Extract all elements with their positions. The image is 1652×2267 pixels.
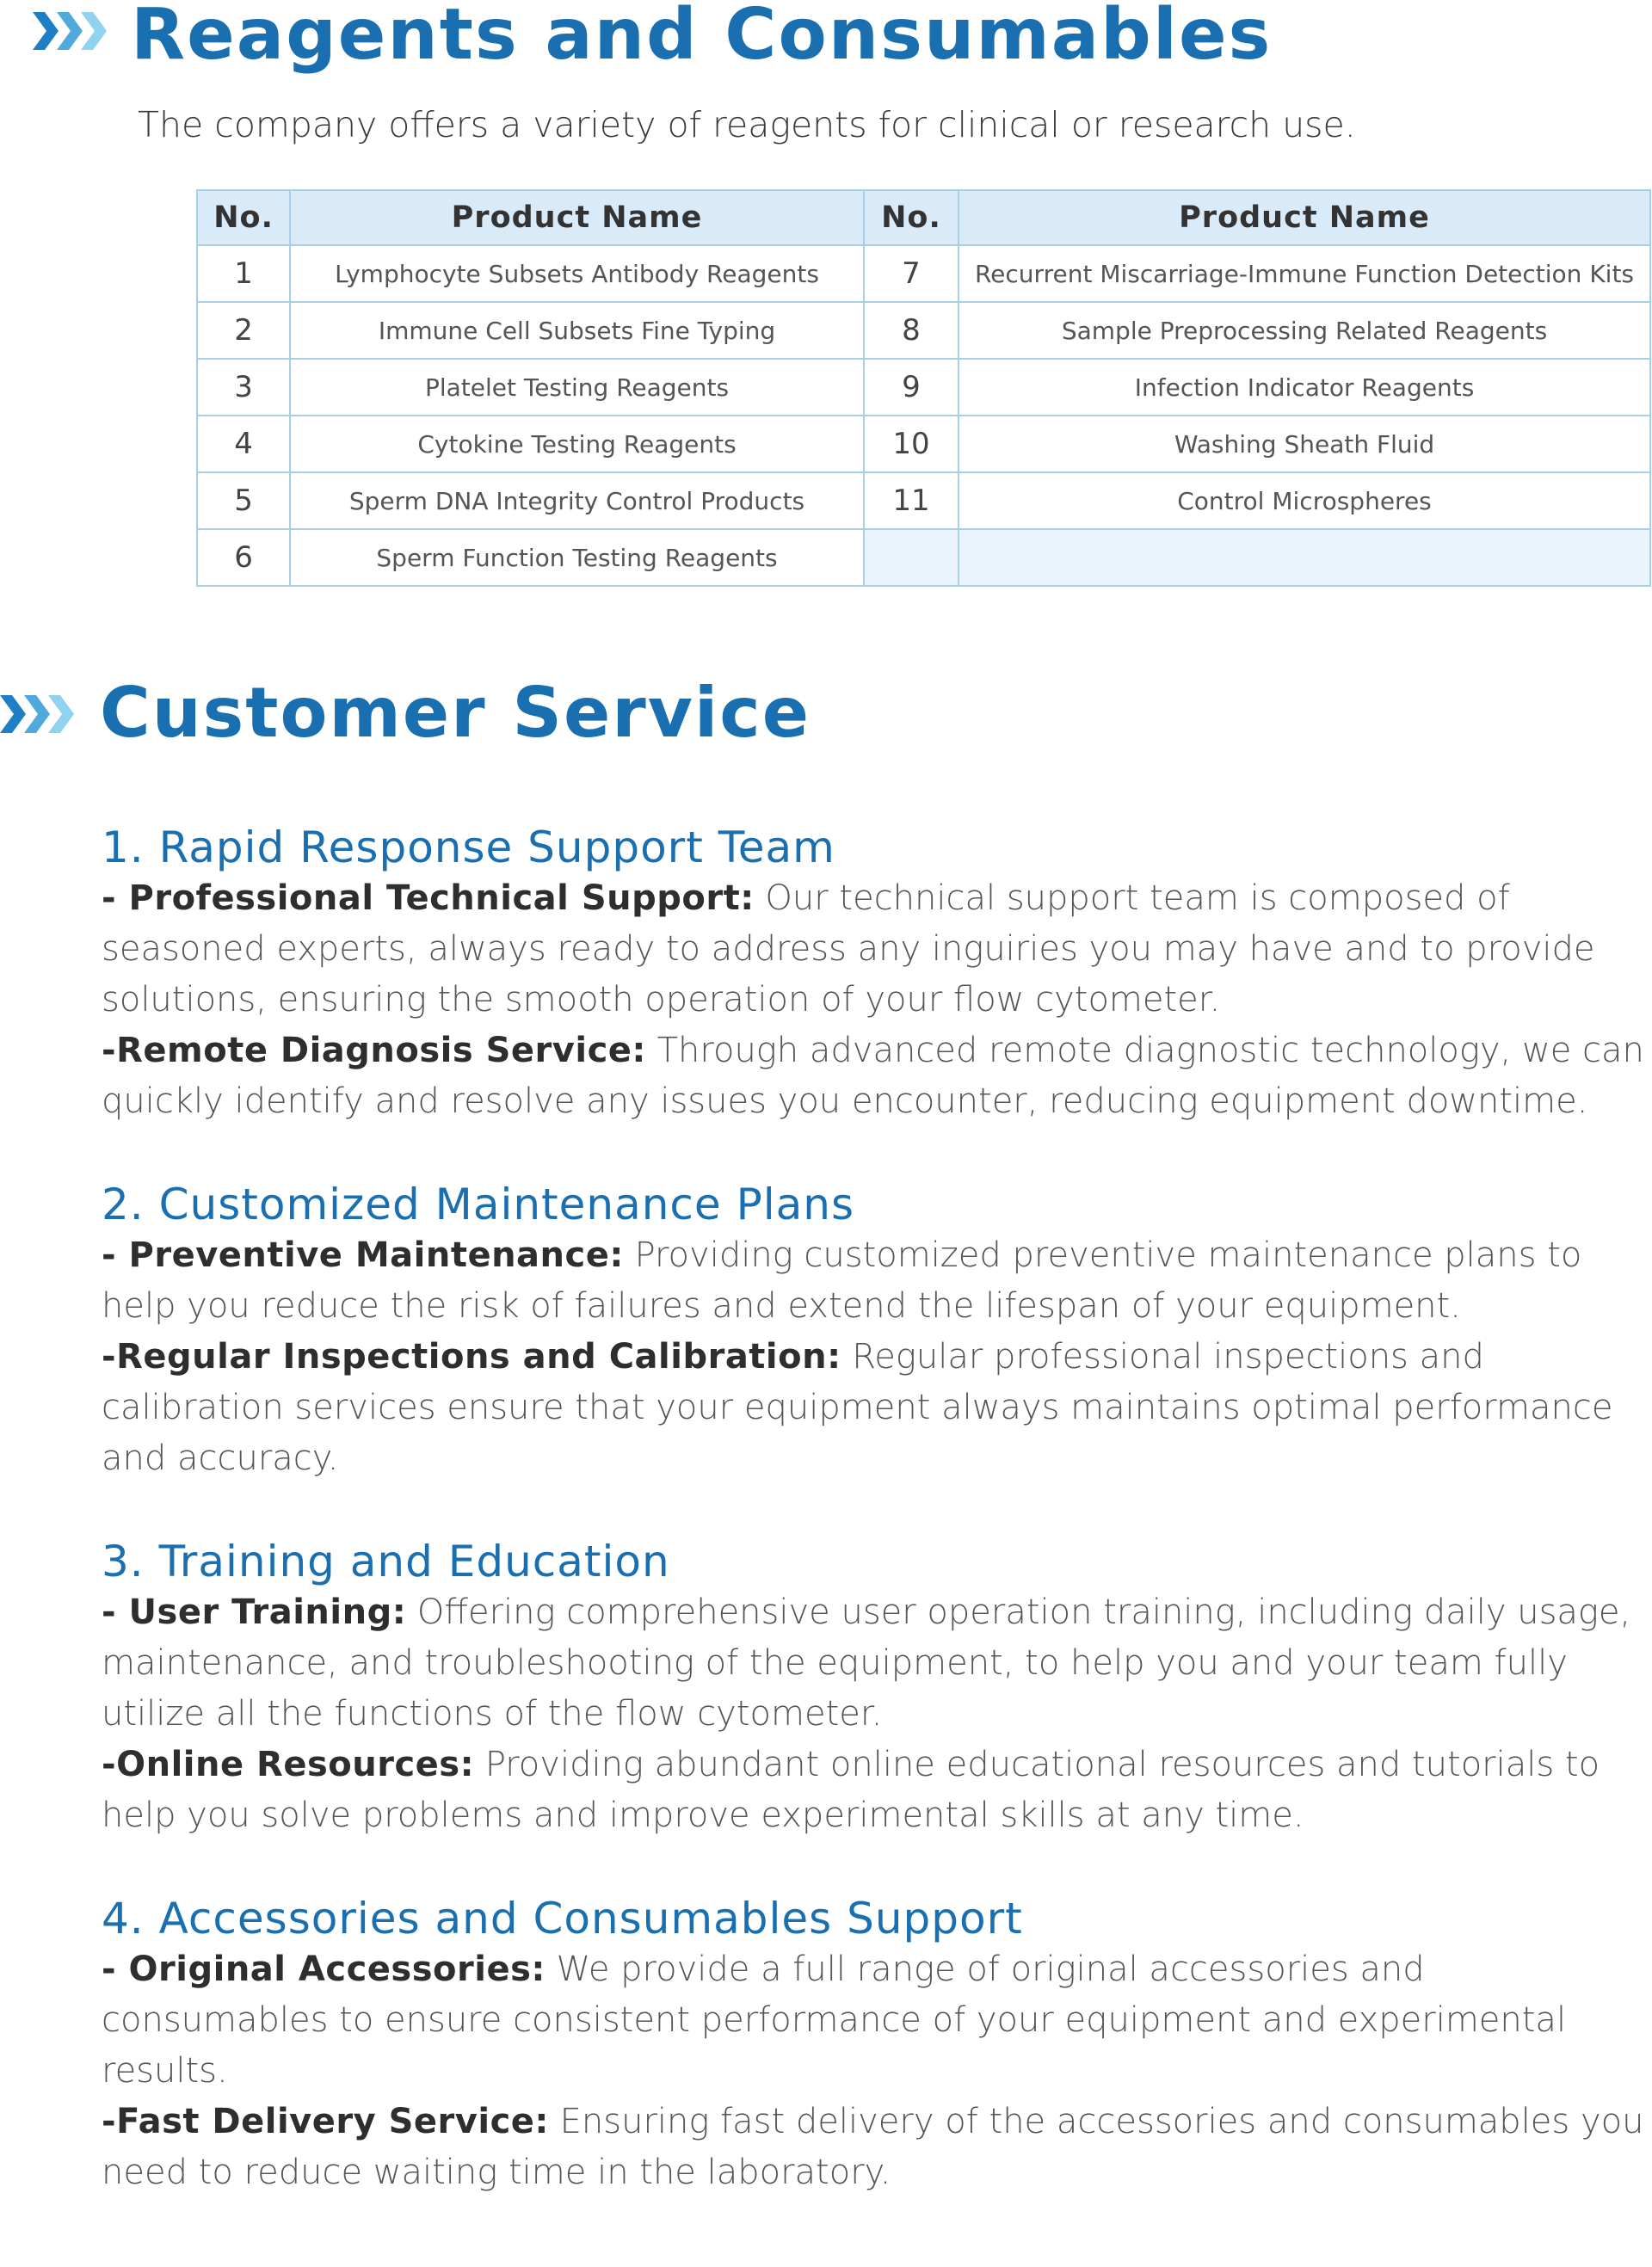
cell-no: 4 bbox=[195, 415, 292, 473]
cell-product-name: Immune Cell Subsets Fine Typing bbox=[289, 301, 865, 360]
table-row: 3 Platelet Testing Reagents 9 Infection … bbox=[195, 358, 1651, 416]
service-section: 1. Rapid Response Support Team - Profess… bbox=[102, 822, 1650, 1127]
table-row: 1 Lymphocyte Subsets Antibody Reagents 7… bbox=[195, 244, 1651, 303]
cell-product-name: Control Microspheres bbox=[958, 471, 1651, 530]
item-label: -Remote Diagnosis Service: bbox=[102, 1031, 646, 1070]
cell-no: 2 bbox=[195, 301, 292, 360]
item-label: -Regular Inspections and Calibration: bbox=[102, 1337, 841, 1377]
cell-no: 6 bbox=[195, 528, 292, 587]
cell-product-name: Cytokine Testing Reagents bbox=[289, 415, 865, 473]
cell-no: 1 bbox=[195, 244, 292, 303]
service-item: -Remote Diagnosis Service: Through advan… bbox=[102, 1026, 1650, 1127]
cell-no: 3 bbox=[195, 358, 292, 416]
cell-product-name: Recurrent Miscarriage-Immune Function De… bbox=[958, 244, 1651, 303]
table-row: 2 Immune Cell Subsets Fine Typing 8 Samp… bbox=[195, 301, 1651, 360]
cell-product-name: Infection Indicator Reagents bbox=[958, 358, 1651, 416]
column-header-no: No. bbox=[195, 189, 292, 246]
cell-no-empty bbox=[862, 528, 960, 587]
item-text: Regular professional inspections and cal… bbox=[102, 1337, 1613, 1478]
cell-product-name: Lymphocyte Subsets Antibody Reagents bbox=[289, 244, 865, 303]
column-header-product-name: Product Name bbox=[289, 189, 865, 246]
table-header-row: No. Product Name No. Product Name bbox=[195, 189, 1651, 246]
customer-service-title: Customer Service bbox=[100, 673, 811, 753]
item-label: - Original Accessories: bbox=[102, 1950, 546, 1989]
service-section: 2. Customized Maintenance Plans - Preven… bbox=[102, 1179, 1650, 1484]
service-item: - Preventive Maintenance: Providing cust… bbox=[102, 1230, 1650, 1332]
cell-no: 5 bbox=[195, 471, 292, 530]
service-item: - User Training: Offering comprehensive … bbox=[102, 1587, 1650, 1740]
service-item: - Professional Technical Support: Our te… bbox=[102, 873, 1650, 1026]
cell-product-name: Platelet Testing Reagents bbox=[289, 358, 865, 416]
item-text: Offering comprehensive user operation tr… bbox=[102, 1592, 1631, 1734]
cell-no: 8 bbox=[862, 301, 960, 360]
column-header-product-name: Product Name bbox=[958, 189, 1651, 246]
item-text: Providing abundant online educational re… bbox=[102, 1745, 1600, 1835]
item-label: -Fast Delivery Service: bbox=[102, 2102, 549, 2141]
item-text: Through advanced remote diagnostic techn… bbox=[102, 1031, 1644, 1121]
section-heading: 2. Customized Maintenance Plans bbox=[102, 1180, 854, 1229]
item-text: Our technical support team is composed o… bbox=[102, 878, 1595, 1020]
item-label: - User Training: bbox=[102, 1592, 407, 1632]
cell-product-name-empty bbox=[958, 528, 1651, 587]
service-item: - Original Accessories: We provide a ful… bbox=[102, 1944, 1650, 2097]
column-header-no: No. bbox=[862, 189, 960, 246]
section-heading: 4. Accessories and Consumables Support bbox=[102, 1894, 1023, 1944]
item-label: -Online Resources: bbox=[102, 1745, 475, 1784]
triple-chevron-icon bbox=[33, 12, 107, 50]
service-item: -Online Resources: Providing abundant on… bbox=[102, 1740, 1650, 1841]
service-item: -Regular Inspections and Calibration: Re… bbox=[102, 1332, 1650, 1484]
cell-product-name: Sperm Function Testing Reagents bbox=[289, 528, 865, 587]
table-row: 5 Sperm DNA Integrity Control Products 1… bbox=[195, 471, 1651, 530]
cell-no: 11 bbox=[862, 471, 960, 530]
reagents-title: Reagents and Consumables bbox=[131, 0, 1273, 76]
service-item: -Fast Delivery Service: Ensuring fast de… bbox=[102, 2097, 1650, 2198]
cell-no: 10 bbox=[862, 415, 960, 473]
cell-no: 9 bbox=[862, 358, 960, 416]
item-text: We provide a full range of original acce… bbox=[102, 1950, 1567, 2091]
item-text: Providing customized preventive maintena… bbox=[102, 1235, 1582, 1326]
section-heading: 1. Rapid Response Support Team bbox=[102, 822, 835, 872]
item-text: Ensuring fast delivery of the accessorie… bbox=[102, 2102, 1644, 2192]
cell-product-name: Sperm DNA Integrity Control Products bbox=[289, 471, 865, 530]
cell-product-name: Washing Sheath Fluid bbox=[958, 415, 1651, 473]
products-table: No. Product Name No. Product Name 1 Lymp… bbox=[195, 189, 1651, 587]
item-label: - Preventive Maintenance: bbox=[102, 1235, 624, 1275]
service-section: 4. Accessories and Consumables Support -… bbox=[102, 1893, 1650, 2198]
service-section: 3. Training and Education - User Trainin… bbox=[102, 1536, 1650, 1841]
cell-product-name: Sample Preprocessing Related Reagents bbox=[958, 301, 1651, 360]
table-row: 4 Cytokine Testing Reagents 10 Washing S… bbox=[195, 415, 1651, 473]
customer-service-sections: 1. Rapid Response Support Team - Profess… bbox=[102, 822, 1650, 2250]
section-heading: 3. Training and Education bbox=[102, 1537, 670, 1586]
cell-no: 7 bbox=[862, 244, 960, 303]
triple-chevron-icon bbox=[0, 695, 74, 733]
table-row: 6 Sperm Function Testing Reagents bbox=[195, 528, 1651, 587]
reagents-intro: The company offers a variety of reagents… bbox=[138, 104, 1356, 145]
item-label: - Professional Technical Support: bbox=[102, 878, 755, 918]
